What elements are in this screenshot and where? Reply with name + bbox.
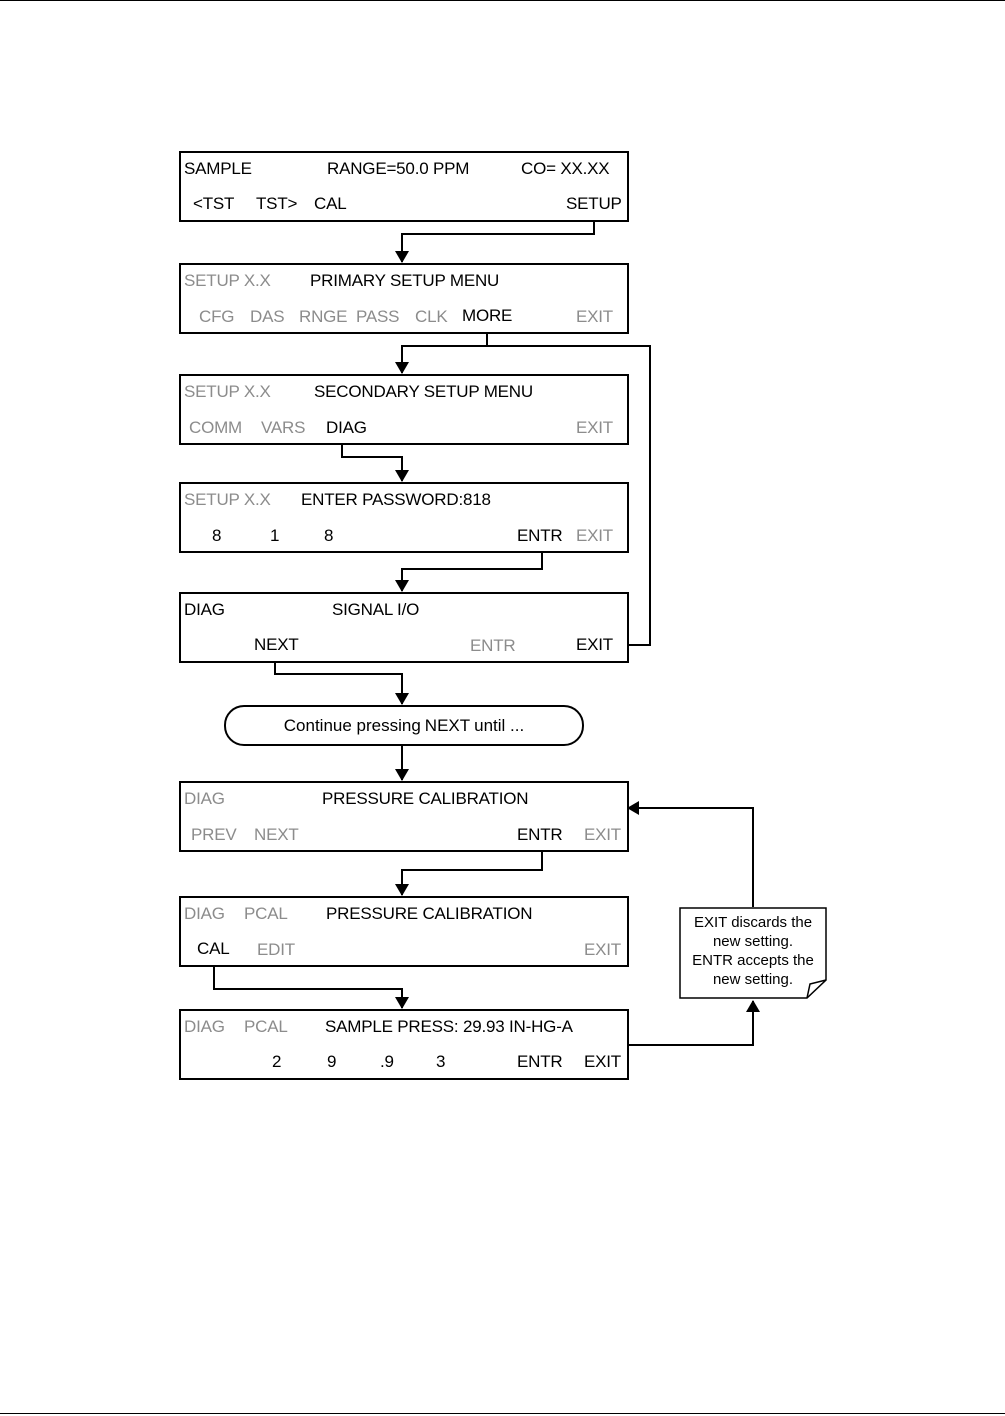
page-top-rule: [0, 0, 1005, 1]
key-prev[interactable]: PREV: [191, 825, 237, 844]
panel-mode-label: DIAG: [184, 1017, 225, 1036]
panel-submode-label: PCAL: [244, 904, 288, 923]
key-exit[interactable]: EXIT: [584, 1052, 621, 1071]
key-tst-next[interactable]: TST>: [256, 194, 298, 213]
panel-title: PRESSURE CALIBRATION: [322, 789, 529, 808]
arrow-entr-to-signal: [395, 550, 543, 592]
key-exit[interactable]: EXIT: [576, 526, 613, 545]
arrow-more-to-secondary: [395, 330, 488, 374]
display-pressure-calibration: DIAG PRESSURE CALIBRATION PREV NEXT ENTR…: [179, 781, 629, 852]
note-outline: [679, 907, 827, 999]
key-entr[interactable]: ENTR: [517, 526, 563, 545]
key-clk[interactable]: CLK: [415, 307, 448, 326]
panel-mode-label: SETUP X.X: [184, 382, 271, 401]
arrow-cal-to-press: [213, 961, 409, 1009]
arrow-press-to-note: [628, 1000, 760, 1046]
continue-prefix: Continue pressing: [283, 715, 421, 735]
note-line1: discards the: [731, 914, 813, 931]
note-line2: new setting.: [712, 933, 794, 950]
key-exit[interactable]: EXIT: [576, 635, 613, 654]
note-line4: new setting.: [712, 971, 794, 988]
key-cal[interactable]: CAL: [314, 194, 347, 213]
panel-title: SECONDARY SETUP MENU: [314, 382, 533, 401]
page-bottom-rule: [0, 1413, 1005, 1414]
arrow-setup-to-primary: [395, 221, 595, 263]
panel-mode-label: SETUP X.X: [184, 490, 271, 509]
panel-title: ENTER PASSWORD:818: [301, 490, 491, 509]
key-digit-4[interactable]: 3: [436, 1052, 446, 1071]
display-secondary-setup: SETUP X.X SECONDARY SETUP MENU COMM VARS…: [179, 374, 629, 445]
panel-title: PRIMARY SETUP MENU: [310, 271, 500, 290]
display-pcal: DIAG PCAL PRESSURE CALIBRATION CAL EDIT …: [179, 896, 629, 967]
key-vars[interactable]: VARS: [261, 418, 306, 437]
continue-suffix: until ...: [474, 715, 525, 735]
arrow-note-to-pressure: [627, 801, 754, 907]
continue-instruction: Continue pressing NEXT until ...: [224, 705, 584, 746]
note-line3: accepts the: [737, 952, 814, 969]
key-comm[interactable]: COMM: [189, 418, 243, 437]
panel-range-readout: RANGE=50.0 PPM: [327, 159, 470, 178]
display-signal-io: DIAG SIGNAL I/O NEXT ENTR EXIT: [179, 592, 629, 663]
display-sample-press: DIAG PCAL SAMPLE PRESS: 29.93 IN-HG-A 2 …: [179, 1009, 629, 1080]
key-cal[interactable]: CAL: [197, 939, 230, 958]
key-digit-3[interactable]: 8: [324, 526, 334, 545]
key-more[interactable]: MORE: [462, 306, 513, 325]
note-entr-key: ENTR: [692, 952, 733, 969]
key-tst-prev[interactable]: <TST: [193, 194, 235, 213]
panel-co-readout: CO= XX.XX: [521, 159, 610, 178]
panel-mode-label: DIAG: [184, 789, 225, 808]
key-setup[interactable]: SETUP: [566, 194, 622, 213]
key-rnge[interactable]: RNGE: [299, 307, 348, 326]
key-pass[interactable]: PASS: [356, 307, 400, 326]
key-exit[interactable]: EXIT: [576, 307, 613, 326]
key-exit[interactable]: EXIT: [584, 825, 621, 844]
key-das[interactable]: DAS: [250, 307, 285, 326]
key-diag[interactable]: DIAG: [326, 418, 367, 437]
panel-mode-label: SETUP X.X: [184, 271, 271, 290]
continue-key: NEXT: [424, 715, 471, 735]
key-digit-1[interactable]: 8: [212, 526, 222, 545]
key-digit-2[interactable]: 9: [327, 1052, 337, 1071]
key-entr[interactable]: ENTR: [517, 1052, 563, 1071]
panel-mode-label: DIAG: [184, 600, 225, 619]
exit-entr-note: EXIT discards the new setting. ENTR acce…: [679, 907, 827, 999]
panel-title: SIGNAL I/O: [332, 600, 420, 619]
key-edit[interactable]: EDIT: [257, 940, 295, 959]
panel-pressure-readout: SAMPLE PRESS: 29.93 IN-HG-A: [325, 1017, 573, 1036]
panel-mode-label: DIAG: [184, 904, 225, 923]
key-exit[interactable]: EXIT: [576, 418, 613, 437]
key-entr[interactable]: ENTR: [470, 636, 516, 655]
panel-title: PRESSURE CALIBRATION: [326, 904, 533, 923]
panel-submode-label: PCAL: [244, 1017, 288, 1036]
key-next[interactable]: NEXT: [254, 635, 299, 654]
note-text: EXIT discards the new setting. ENTR acce…: [679, 913, 827, 989]
key-cfg[interactable]: CFG: [199, 307, 235, 326]
arrow-entr-to-pcal: [395, 847, 543, 896]
key-digit-3[interactable]: .9: [380, 1052, 394, 1071]
display-password: SETUP X.X ENTER PASSWORD:818 8 1 8 ENTR …: [179, 482, 629, 553]
key-digit-2[interactable]: 1: [270, 526, 280, 545]
note-exit-key: EXIT: [693, 914, 728, 931]
panel-mode-label: SAMPLE: [184, 159, 252, 178]
display-sample: SAMPLE RANGE=50.0 PPM CO= XX.XX <TST TST…: [179, 151, 629, 222]
key-next[interactable]: NEXT: [254, 825, 299, 844]
display-primary-setup: SETUP X.X PRIMARY SETUP MENU CFG DAS RNG…: [179, 263, 629, 334]
key-digit-1[interactable]: 2: [272, 1052, 282, 1071]
key-exit[interactable]: EXIT: [584, 940, 621, 959]
key-entr[interactable]: ENTR: [517, 825, 563, 844]
